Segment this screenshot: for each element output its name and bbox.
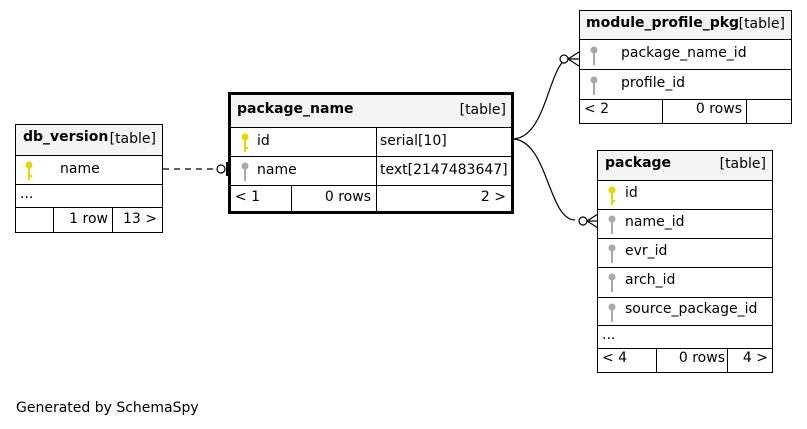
table-kind: [table]: [738, 16, 785, 32]
column-row-name: name text[2147483647]: [231, 156, 511, 185]
table-footer: < 4 0 rows 4 >: [598, 348, 772, 372]
index-key-icon: [608, 215, 616, 234]
column-name: id: [625, 185, 638, 201]
table-module-profile-pkg[interactable]: module_profile_pkg [table] package_name_…: [579, 10, 792, 124]
more-columns: ...: [16, 184, 162, 207]
index-key-icon: [590, 46, 598, 65]
table-kind: [table]: [719, 156, 766, 172]
column-type: text[2147483647]: [380, 162, 508, 178]
table-footer: < 2 0 rows: [580, 99, 791, 123]
parents-link[interactable]: < 2: [584, 101, 610, 117]
column-name: name: [60, 161, 100, 177]
table-name: module_profile_pkg: [586, 15, 740, 31]
children-link[interactable]: 2 >: [480, 189, 506, 205]
parents-link[interactable]: < 4: [602, 350, 628, 366]
column-name: evr_id: [625, 243, 668, 259]
table-footer: < 1 0 rows 2 >: [231, 185, 511, 211]
column-name: name_id: [625, 214, 685, 230]
column-row-profile-id: profile_id: [580, 69, 791, 99]
table-package-name[interactable]: package_name [table] id serial[10] name …: [228, 92, 514, 214]
generated-by-note: Generated by SchemaSpy: [16, 400, 199, 416]
column-type: serial[10]: [380, 133, 447, 149]
table-name: db_version: [23, 129, 109, 145]
column-row-id: id serial[10]: [231, 127, 511, 156]
index-key-icon: [608, 244, 616, 263]
table-header: module_profile_pkg [table]: [580, 11, 791, 39]
edge-crowfoot-zero-many: [559, 54, 569, 64]
table-db-version[interactable]: db_version [table] name ... 1 row 13 >: [15, 124, 163, 233]
edge-crowfoot-many: [567, 51, 580, 67]
children-link[interactable]: 13 >: [123, 211, 157, 227]
edge-crowfoot-many-2: [586, 213, 599, 229]
column-row-arch-id: arch_id: [598, 267, 772, 297]
column-name: id: [257, 133, 270, 149]
table-footer: 1 row 13 >: [16, 207, 162, 232]
table-header: db_version [table]: [16, 125, 162, 155]
index-key-icon: [590, 76, 598, 95]
index-key-icon: [608, 303, 616, 322]
column-row-package-name-id: package_name_id: [580, 39, 791, 69]
column-row-evr-id: evr_id: [598, 238, 772, 267]
column-name: source_package_id: [625, 301, 758, 317]
index-key-icon: [608, 273, 616, 292]
edge-crowfoot-zero-one: [216, 164, 226, 174]
edge-package-name-module-profile-pkg: [511, 57, 571, 140]
column-row-id: id: [598, 180, 772, 209]
parents-link[interactable]: < 1: [235, 189, 261, 205]
primary-key-icon: [608, 186, 616, 205]
table-name: package_name: [237, 101, 354, 117]
column-row-name-id: name_id: [598, 209, 772, 238]
column-name: package_name_id: [621, 45, 747, 61]
row-count: 0 rows: [678, 350, 725, 366]
table-header: package_name [table]: [231, 95, 511, 127]
more-columns: ...: [598, 325, 772, 348]
table-kind: [table]: [109, 131, 156, 147]
edge-crowfoot-zero-many-2: [578, 216, 588, 226]
table-package[interactable]: package [table] id name_id evr_id arch_i…: [597, 150, 773, 373]
row-count: 0 rows: [695, 101, 742, 117]
index-key-icon: [241, 162, 249, 181]
column-row-name: name: [16, 155, 162, 184]
table-name: package: [605, 155, 672, 171]
column-name: name: [257, 162, 297, 178]
children-link[interactable]: 4 >: [742, 350, 768, 366]
edge-package-name-package: [511, 138, 576, 221]
primary-key-icon: [25, 161, 33, 180]
column-row-source-package-id: source_package_id: [598, 297, 772, 325]
column-name: profile_id: [621, 75, 685, 91]
column-name: arch_id: [625, 272, 676, 288]
row-count: 0 rows: [324, 189, 371, 205]
row-count: 1 row: [69, 211, 108, 227]
table-header: package [table]: [598, 151, 772, 180]
primary-key-icon: [241, 133, 249, 152]
table-kind: [table]: [459, 102, 506, 118]
